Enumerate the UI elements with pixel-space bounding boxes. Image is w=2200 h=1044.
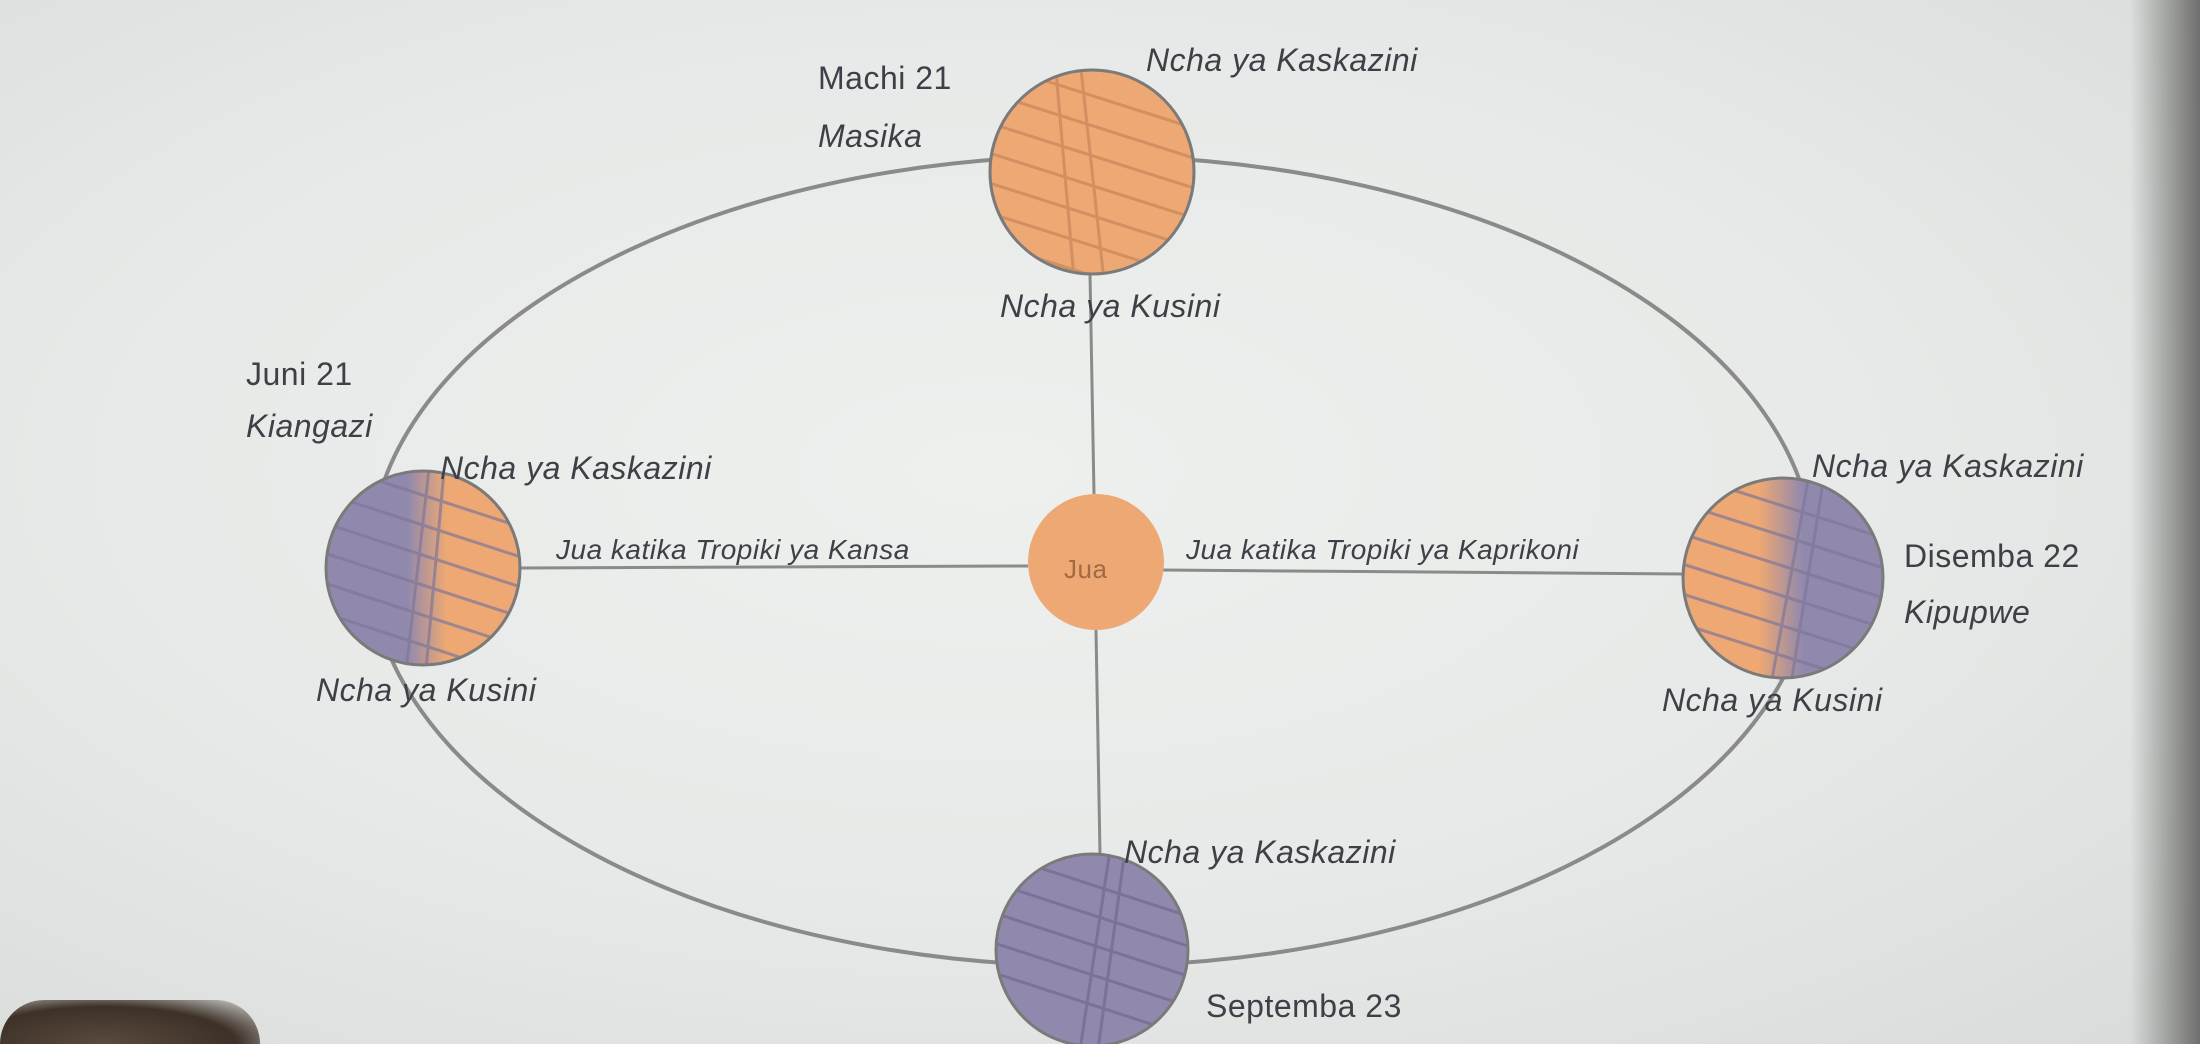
march-north-pole: Ncha ya Kaskazini [1146, 42, 1418, 78]
finger-shadow [0, 1000, 260, 1044]
june-season: Kiangazi [246, 408, 373, 444]
ray-label-left: Jua katika Tropiki ya Kansa [556, 534, 910, 565]
sun [1028, 494, 1164, 630]
ray-label-right: Jua katika Tropiki ya Kaprikoni [1186, 534, 1580, 565]
earth-march [990, 70, 1194, 274]
axis-line-bottom [1094, 629, 1102, 855]
march-date: Machi 21 [818, 60, 952, 96]
axis-line-top [1088, 273, 1096, 495]
page-edge-shadow [2130, 0, 2200, 1044]
sun-label: Jua [1064, 554, 1108, 584]
september-north-pole: Ncha ya Kaskazini [1124, 834, 1396, 870]
december-south-pole: Ncha ya Kusini [1662, 682, 1883, 718]
june-date: Juni 21 [246, 356, 353, 392]
earth-june [326, 471, 520, 665]
june-south-pole: Ncha ya Kusini [316, 672, 537, 708]
ray-line-right [1161, 568, 1684, 576]
ray-line-left [519, 564, 1029, 570]
june-north-pole: Ncha ya Kaskazini [440, 450, 712, 486]
march-south-pole: Ncha ya Kusini [1000, 288, 1221, 324]
december-north-pole: Ncha ya Kaskazini [1812, 448, 2084, 484]
march-season: Masika [818, 118, 923, 154]
december-date: Disemba 22 [1904, 538, 2080, 574]
december-season: Kipupwe [1904, 594, 2031, 630]
september-date: Septemba 23 [1206, 988, 1402, 1024]
earth-september [996, 854, 1188, 1044]
earth-december [1683, 478, 1883, 678]
